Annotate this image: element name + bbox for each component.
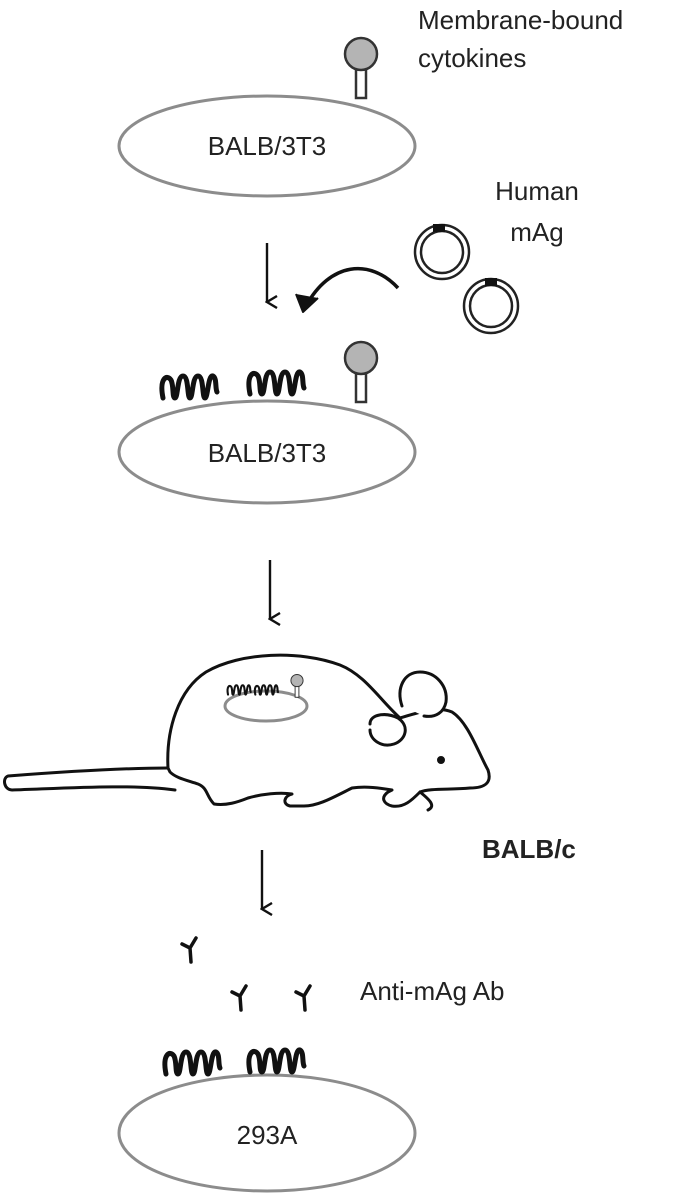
- cytokine-top: [343, 36, 379, 100]
- label-membrane-bound-line1: Membrane-bound: [418, 5, 624, 35]
- cell-middle-label: BALB/3T3: [207, 438, 327, 468]
- antibody-3: [294, 984, 312, 1012]
- plasmid-1: [413, 223, 471, 281]
- cell-top-label: BALB/3T3: [207, 131, 327, 161]
- cell-bottom: [117, 1073, 417, 1193]
- plasmid-2: [462, 277, 520, 335]
- antibody-2: [230, 984, 248, 1012]
- mag-coil-4: [249, 1050, 304, 1072]
- mag-coil-3: [165, 1052, 220, 1074]
- antibody-label: Anti-mAg Ab: [360, 976, 505, 1006]
- cell-bottom-label: 293A: [236, 1120, 298, 1150]
- label-membrane-bound-line2: cytokines: [418, 43, 527, 73]
- mag-coil-2: [249, 372, 304, 394]
- arrow-transfection: [304, 266, 400, 307]
- antibody-1: [180, 936, 198, 964]
- mouse-strain-label: BALB/c: [482, 834, 576, 864]
- mag-coil-1: [162, 376, 217, 398]
- cytokine-middle: [343, 340, 379, 404]
- label-human-mag-line1: Human: [495, 176, 579, 206]
- mouse: [3, 653, 491, 812]
- cell-middle: [117, 399, 417, 505]
- cell-top: [117, 94, 417, 198]
- label-human-mag-line2: mAg: [510, 217, 564, 247]
